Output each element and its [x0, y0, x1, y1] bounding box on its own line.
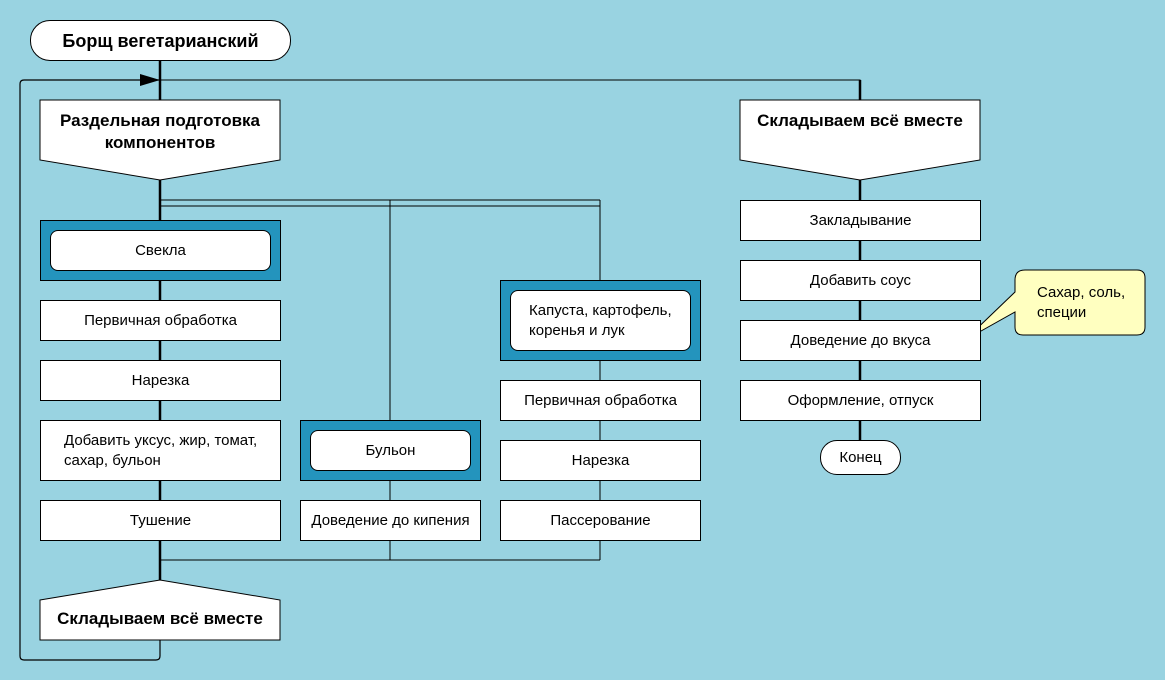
- split-connector: [158, 180, 601, 420]
- callout-text: Сахар, соль, специи: [1037, 284, 1126, 321]
- combine-header-bottom-shape: [39, 579, 281, 641]
- beet-step-1: Первичная обработка: [40, 300, 281, 341]
- veg-step-1: Первичная обработка: [500, 380, 701, 421]
- beet-step-3: Добавить уксус, жир, томат, сахар, бульо…: [40, 420, 281, 481]
- assembly-step-3: Доведение до вкуса: [740, 320, 981, 361]
- veg-step-2: Нарезка: [500, 440, 701, 481]
- beet-step-2: Нарезка: [40, 360, 281, 401]
- veg-label: Капуста, картофель, коренья и лук: [510, 290, 691, 351]
- combine-header-right-shape: [739, 99, 981, 181]
- assembly-step-1: Закладывание: [740, 200, 981, 241]
- broth-label: Бульон: [310, 430, 471, 471]
- combine-header-bottom: Складываем всё вместе: [57, 609, 263, 628]
- beet-frame: Свекла: [40, 220, 281, 281]
- veg-step-3: Пассерование: [500, 500, 701, 541]
- prep-header: Раздельная подготовка компонентов: [59, 111, 261, 152]
- loop-connector: [19, 74, 161, 661]
- assembly-step-2: Добавить соус: [740, 260, 981, 301]
- combine-header-right: Складываем всё вместе: [757, 111, 963, 130]
- title-terminator: Борщ вегетарианский: [30, 20, 291, 61]
- end-terminator: Конец: [820, 440, 901, 475]
- broth-frame: Бульон: [300, 420, 481, 481]
- prep-header-shape: [39, 99, 281, 181]
- assembly-step-4: Оформление, отпуск: [740, 380, 981, 421]
- beet-label: Свекла: [50, 230, 271, 271]
- top-connector: [160, 79, 861, 100]
- broth-step-1: Доведение до кипения: [300, 500, 481, 541]
- beet-step-4: Тушение: [40, 500, 281, 541]
- title-text: Борщ вегетарианский: [62, 30, 259, 51]
- veg-frame: Капуста, картофель, коренья и лук: [500, 280, 701, 361]
- callout-bubble: [964, 269, 1146, 341]
